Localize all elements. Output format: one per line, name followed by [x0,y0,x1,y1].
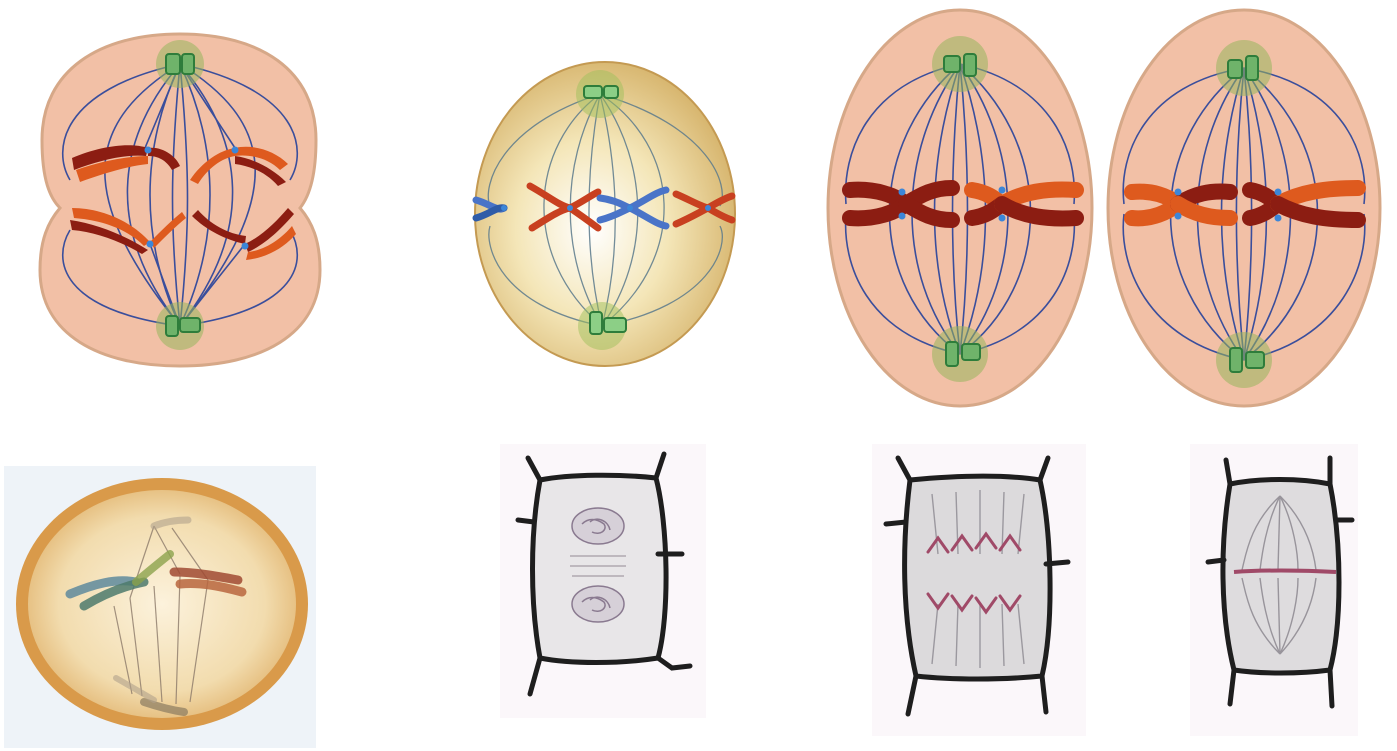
centromere [232,147,239,154]
centriole-icon [1230,348,1242,372]
centriole-icon [590,312,602,334]
panel-animal-anaphase [30,30,330,370]
panel-plant-prophase [500,444,706,718]
panel-plant-anaphase [872,444,1086,736]
plant-cell-metaphase-icon [1190,444,1358,736]
centrosome-bottom [156,302,204,350]
centriole-icon [1228,60,1242,78]
centriole-icon [964,54,976,76]
centromere [1175,213,1182,220]
centromere [705,205,711,211]
centromere [242,243,249,250]
centrosome-top [156,40,204,88]
centromere [501,205,507,211]
metaphase-plate [1234,571,1336,573]
centromere [145,147,152,154]
panel-animal-two-cells-metaphase [826,4,1386,410]
centriole-icon [962,344,980,360]
centrosome-top [576,70,624,118]
centromere [147,241,154,248]
plant-cell-anaphase-icon [872,444,1086,736]
centrosome-bottom [578,302,626,350]
centriole-icon [1246,352,1264,368]
cell-wall [905,476,1050,679]
centriole-icon [946,342,958,366]
centriole-icon [166,54,180,74]
panel-animal-prometaphase-faded [4,466,316,748]
centromere [567,205,573,211]
centriole-icon [604,86,618,98]
cell-wall [533,475,667,662]
centromere [1275,215,1282,222]
animal-cell-anaphase-icon [30,30,330,370]
cell-left [828,10,1092,406]
panel-animal-metaphase-yellow [470,56,740,372]
centriole-icon [166,316,178,336]
centriole-icon [180,318,200,332]
animal-cell-metaphase-icon [470,56,740,372]
plant-cell-prophase-icon [500,444,706,718]
centriole-icon [604,318,626,332]
centromere [999,215,1006,222]
centriole-icon [944,56,960,72]
cell-wall [1223,480,1339,674]
centromere [899,189,906,196]
centromere [627,205,633,211]
panel-plant-metaphase [1190,444,1358,736]
centriole-icon [182,54,194,74]
cell-right [1108,10,1380,406]
animal-cell-prometaphase-icon [4,466,316,748]
centromere [1275,189,1282,196]
centromere [999,187,1006,194]
centromere [899,213,906,220]
centriole-icon [1246,56,1258,80]
two-animal-cells-metaphase-icon [826,4,1386,410]
centromere [1175,189,1182,196]
centriole-icon [584,86,602,98]
